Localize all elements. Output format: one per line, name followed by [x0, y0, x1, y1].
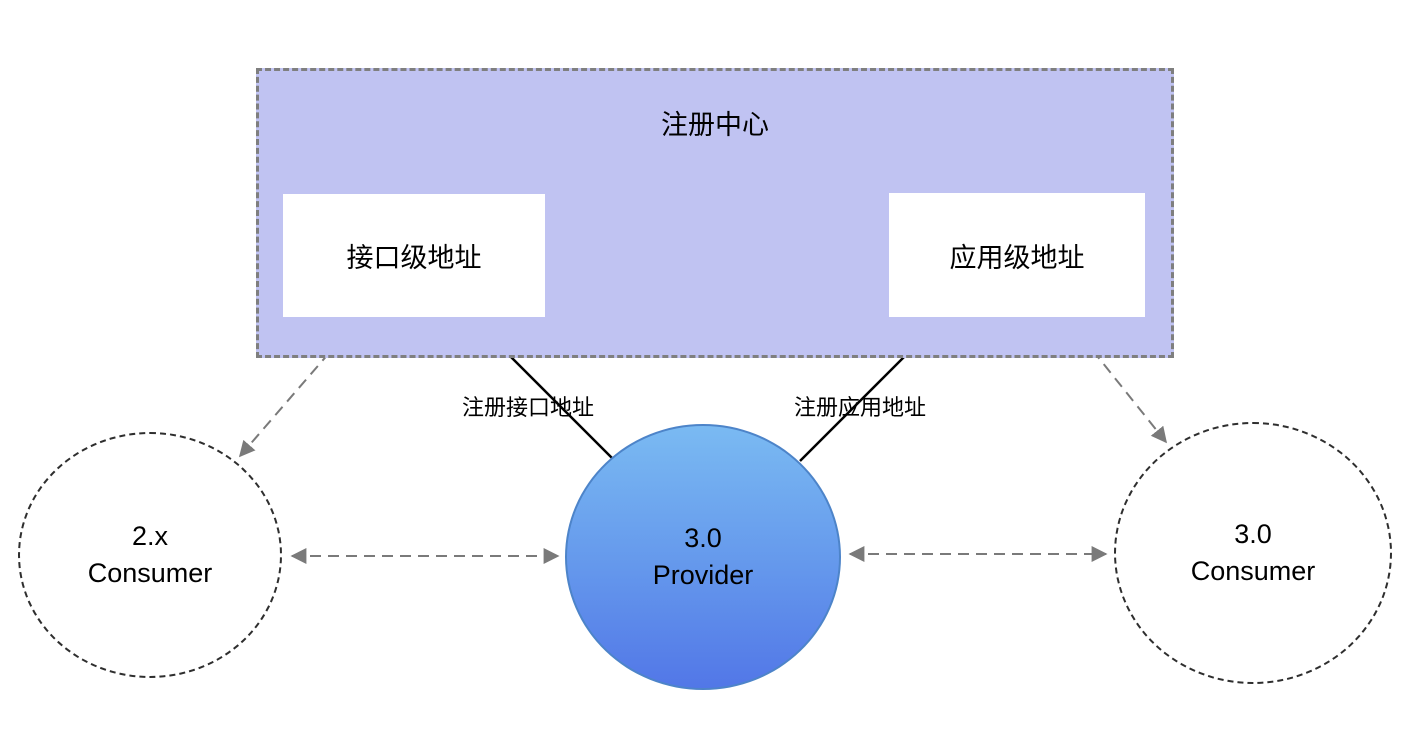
consumer-left-label-line1: 2.x [131, 521, 169, 551]
consumer-right-label-line2: Consumer [1190, 556, 1316, 586]
provider-label-line1: 3.0 [684, 523, 722, 553]
consumer-right-node: 3.0 Consumer [1114, 422, 1392, 684]
consumer-left-label-line2: Consumer [87, 558, 213, 588]
interface-address-box: 接口级地址 [283, 194, 545, 317]
registry-title: 注册中心 [661, 110, 769, 140]
application-address-label: 应用级地址 [949, 242, 1085, 273]
register-interface-edge-label: 注册接口地址 [462, 395, 595, 420]
register-application-edge-label: 注册应用地址 [794, 395, 927, 420]
consumer-left-node: 2.x Consumer [18, 432, 282, 678]
interface-address-label: 接口级地址 [346, 243, 482, 273]
provider-label-line2: Provider [652, 560, 754, 590]
provider-node: 3.0 Provider [565, 424, 841, 690]
application-address-box: 应用级地址 [889, 193, 1145, 317]
consumer-right-label-line1: 3.0 [1234, 519, 1272, 549]
